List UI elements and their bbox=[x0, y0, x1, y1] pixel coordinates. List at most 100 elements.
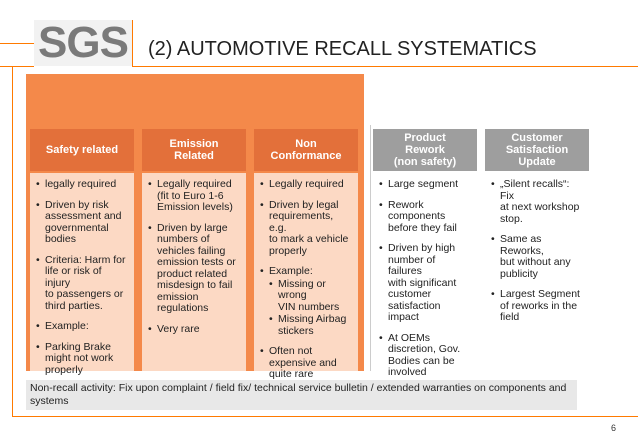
text-line: Bodies can be bbox=[388, 354, 455, 367]
text-line: expensive and bbox=[269, 356, 337, 369]
text-line: satisfaction impact bbox=[388, 299, 441, 323]
bullet-list: legally requiredDriven by riskassessment… bbox=[36, 178, 128, 377]
text-line: at next workshop bbox=[500, 201, 580, 213]
text-line: customer bbox=[388, 288, 432, 300]
text-line: might not work bbox=[45, 352, 114, 364]
text-line: before they fail bbox=[388, 221, 457, 234]
text-line: misdesign to fail bbox=[157, 279, 233, 291]
column-body-emission: Legally required(fit to Euro 1-6Emission… bbox=[142, 173, 246, 371]
bullet-item: Legally required(fit to Euro 1-6Emission… bbox=[148, 178, 240, 214]
bullet-item: legally required bbox=[36, 178, 128, 191]
column-body-safety: legally requiredDriven by riskassessment… bbox=[30, 173, 134, 375]
text-line: Related bbox=[174, 150, 214, 162]
text-line: of reworks in the bbox=[500, 299, 578, 312]
text-line: emission tests or bbox=[157, 256, 236, 268]
text-line: Safety related bbox=[45, 144, 119, 156]
text-line: Missing or wrong bbox=[278, 277, 326, 301]
text-line: publicity bbox=[500, 267, 538, 280]
text-line: stickers bbox=[278, 324, 314, 337]
bullet-item: Example: bbox=[36, 320, 128, 333]
text-line: Rework bbox=[388, 198, 424, 211]
text-line: product related bbox=[157, 267, 228, 280]
text-line: third parties. bbox=[45, 299, 103, 312]
text-line: with significant bbox=[388, 276, 457, 289]
left-margin-rule bbox=[12, 66, 13, 416]
text-line: bodies bbox=[45, 233, 76, 245]
logo-text: SGS bbox=[38, 18, 129, 67]
footer-note: Non-recall activity: Fix upon complaint … bbox=[26, 380, 577, 410]
text-line: Non bbox=[295, 138, 317, 150]
text-line: Driven by legal bbox=[269, 198, 339, 211]
text-line: field bbox=[500, 311, 520, 323]
text-line: emission bbox=[157, 290, 199, 303]
text-line: Rework bbox=[405, 144, 445, 156]
text-line: assessment and bbox=[45, 210, 122, 222]
text-line: Legally required bbox=[269, 178, 344, 190]
text-line: involved bbox=[388, 366, 427, 378]
slide-title: (2) AUTOMOTIVE RECALL SYSTEMATICS bbox=[148, 38, 537, 60]
text-line: Criteria: Harm for bbox=[45, 253, 126, 266]
footer-rule bbox=[12, 416, 638, 417]
text-line: Missing Airbag bbox=[278, 313, 347, 325]
page-number: 6 bbox=[611, 423, 617, 433]
bullet-item: Very rare bbox=[148, 323, 240, 336]
text-line: properly bbox=[269, 244, 307, 257]
text-line: life or risk of injury bbox=[45, 265, 102, 289]
text-line: Parking Brake bbox=[45, 340, 111, 353]
text-line: governmental bbox=[45, 221, 109, 234]
text-line: „Silent recalls“: Fix bbox=[500, 178, 570, 202]
text-line: quite rare bbox=[269, 368, 314, 380]
text-line: but without any bbox=[500, 256, 571, 268]
text-line: Emission bbox=[169, 138, 219, 150]
text-line: Product bbox=[404, 132, 446, 144]
text-line: Example: bbox=[45, 320, 89, 332]
header-rule-left bbox=[0, 66, 34, 67]
header-rule-right bbox=[132, 66, 638, 67]
text-line: Satisfaction bbox=[505, 144, 569, 156]
text-line: vehicles failing bbox=[157, 244, 226, 257]
column-divider bbox=[370, 125, 371, 371]
bullet-list: Legally required(fit to Euro 1-6Emission… bbox=[148, 178, 240, 336]
text-line: At OEMs bbox=[388, 331, 431, 344]
bullet-list: Legally requiredDriven by legalrequireme… bbox=[260, 178, 352, 381]
text-line: Update bbox=[518, 156, 556, 168]
text-line: Same as Reworks, bbox=[500, 233, 544, 257]
text-line: components bbox=[388, 210, 446, 222]
bullet-item: Large segment bbox=[379, 178, 471, 191]
text-line: Driven by risk bbox=[45, 198, 109, 211]
column-header-label: Safety related bbox=[46, 144, 118, 156]
text-line: to mark a vehicle bbox=[269, 233, 349, 245]
text-line: Driven by large bbox=[157, 221, 228, 234]
text-line: Large segment bbox=[388, 178, 459, 190]
text-line: VIN numbers bbox=[278, 300, 340, 313]
text-line: regulations bbox=[157, 302, 209, 314]
column-body-product-rework: Large segmentReworkcomponentsbefore they… bbox=[373, 173, 477, 378]
text-line: numbers of bbox=[157, 233, 210, 245]
column-body-nonconformance: Legally requiredDriven by legalrequireme… bbox=[254, 173, 358, 380]
text-line: (fit to Euro 1-6 bbox=[157, 189, 224, 202]
text-line: properly bbox=[45, 363, 83, 376]
text-line: discretion, Gov. bbox=[388, 343, 461, 355]
text-line: Conformance bbox=[270, 150, 342, 162]
header-rule-vertical bbox=[132, 20, 133, 66]
column-header-safety: Safety related bbox=[30, 129, 134, 171]
text-line: Legally required bbox=[157, 178, 232, 190]
text-line: requirements, e.g. bbox=[269, 210, 334, 234]
text-line: Largest Segment bbox=[500, 288, 580, 300]
bullet-item: Legally required bbox=[260, 178, 352, 191]
